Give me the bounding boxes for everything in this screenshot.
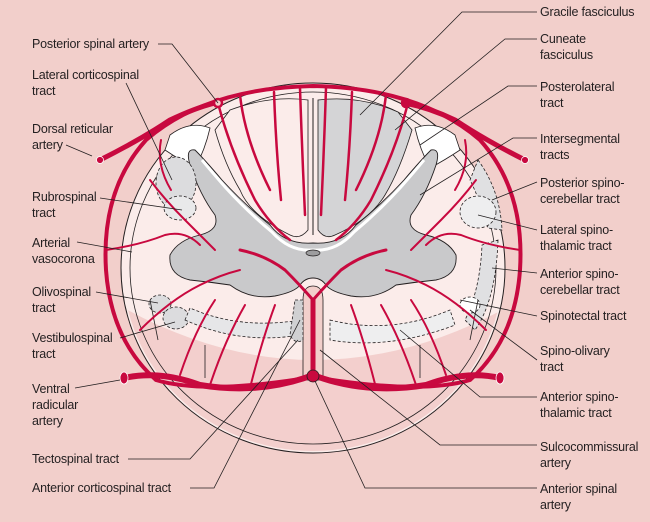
- tectospinal-area: [289, 299, 304, 343]
- label-anterior-corticospinal-tract: Anterior corticospinal tract: [32, 481, 171, 495]
- anterior-radial-lines: [149, 299, 479, 378]
- leader-lines: [65, 11, 538, 489]
- label-cuneate-fasciculus: Cuneate fasciculus: [540, 32, 593, 62]
- dorsal-reticular-artery-left: [97, 100, 218, 163]
- spinal-cord-cross-section: [120, 82, 506, 454]
- label-anterior-spinothalamic-tract: Anterior spino- thalamic tract: [540, 390, 619, 420]
- label-spino-olivary-tract: Spino-olivary tract: [540, 344, 610, 374]
- label-tectospinal-tract: Tectospinal tract: [32, 452, 119, 466]
- label-lateral-spinothalamic-tract: Lateral spino- thalamic tract: [540, 223, 613, 253]
- label-arterial-vasocorona: Arterial vasocorona: [32, 236, 95, 266]
- ventral-radicular-artery-left: [121, 372, 316, 392]
- label-vestibulospinal-tract: Vestibulospinal tract: [32, 331, 113, 361]
- label-anterior-spinocerebellar-tract: Anterior spino- cerebellar tract: [540, 267, 620, 297]
- label-rubrospinal-tract: Rubrospinal tract: [32, 190, 97, 220]
- label-posterolateral-tract: Posterolateral tract: [540, 80, 615, 110]
- anterior-spinal-artery-vessel: [306, 369, 320, 383]
- vestibulospinal-area: [162, 306, 190, 330]
- grey-matter-border: [200, 159, 314, 252]
- vessel-ends: [96, 156, 529, 385]
- label-dorsal-reticular-artery: Dorsal reticular artery: [32, 122, 113, 152]
- label-spinotectal-tract: Spinotectal tract: [540, 309, 627, 323]
- lateral-spinothalamic-area: [459, 195, 497, 229]
- pia-line: [129, 91, 497, 445]
- dorsal-reticular-artery-right: [402, 100, 528, 163]
- grey-matter-border-right: [312, 159, 426, 252]
- posterior-spinal-artery-right-dot: [400, 97, 412, 109]
- central-canal: [305, 249, 321, 257]
- label-intersegmental-tracts: Intersegmental tracts: [540, 132, 620, 162]
- label-posterior-spinocerebellar-tract: Posterior spino- cerebellar tract: [540, 176, 625, 206]
- gracile-cuneate-left: [214, 98, 309, 238]
- label-anterior-spinal-artery: Anterior spinal artery: [540, 482, 617, 512]
- label-lateral-corticospinal-tract: Lateral corticospinal tract: [32, 68, 139, 98]
- rubrospinal-area: [163, 195, 197, 221]
- label-ventral-radicular-artery: Ventral radicular artery: [32, 382, 79, 428]
- label-gracile-fasciculus: Gracile fasciculus: [540, 5, 635, 19]
- label-olivospinal-tract: Olivospinal tract: [32, 285, 91, 315]
- label-posterior-spinal-artery: Posterior spinal artery: [32, 37, 149, 51]
- ventral-radicular-artery-right: [310, 372, 503, 392]
- label-sulcocommissural-artery: Sulcocommissural artery: [540, 440, 639, 470]
- tract-outlines: [148, 156, 503, 344]
